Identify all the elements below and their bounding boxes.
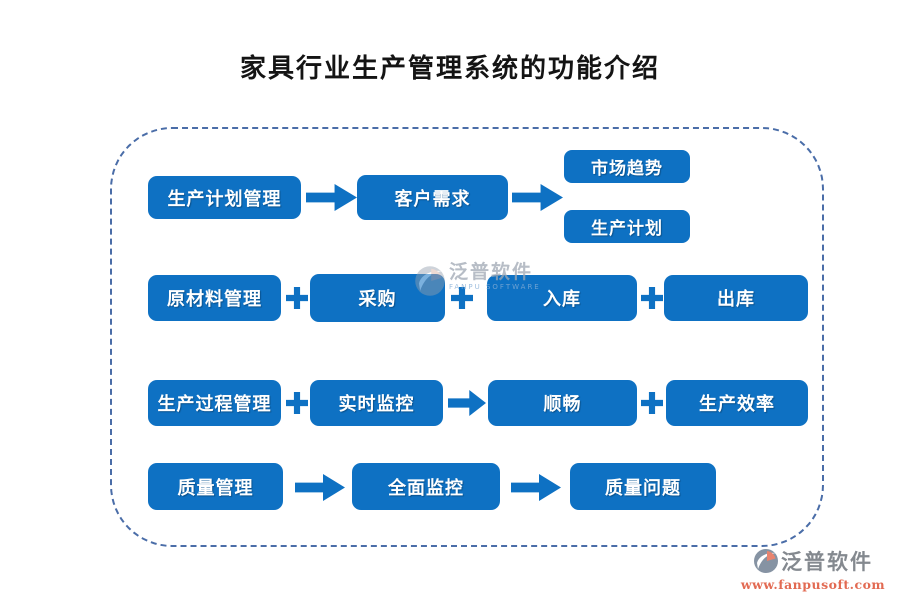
node-production-process-management: 生产过程管理 (148, 380, 281, 426)
node-outbound: 出库 (664, 275, 808, 321)
page-title: 家具行业生产管理系统的功能介绍 (239, 54, 660, 84)
node-smooth: 顺畅 (488, 380, 637, 426)
node-quality-management: 质量管理 (148, 463, 283, 510)
footer-url: www.fanpusoft.com (740, 577, 886, 592)
footer-brand-row: 泛普软件 (753, 546, 873, 576)
node-production-plan: 生产计划 (564, 210, 690, 243)
node-realtime-monitoring: 实时监控 (310, 380, 443, 426)
node-customer-demand: 客户需求 (357, 175, 508, 220)
fanpu-logo-icon (754, 549, 778, 573)
node-inbound: 入库 (487, 275, 637, 321)
node-production-plan-management: 生产计划管理 (148, 176, 301, 219)
node-market-trend: 市场趋势 (564, 150, 690, 183)
node-raw-material-management: 原材料管理 (148, 275, 281, 321)
node-production-efficiency: 生产效率 (666, 380, 808, 426)
footer-brand-name: 泛普软件 (781, 550, 873, 574)
footer-brand-block: 泛普软件 www.fanpusoft.com (738, 546, 888, 592)
dashed-frame (110, 127, 824, 547)
node-procurement: 采购 (310, 274, 445, 322)
node-quality-issues: 质量问题 (570, 463, 716, 510)
node-full-monitoring: 全面监控 (352, 463, 500, 510)
